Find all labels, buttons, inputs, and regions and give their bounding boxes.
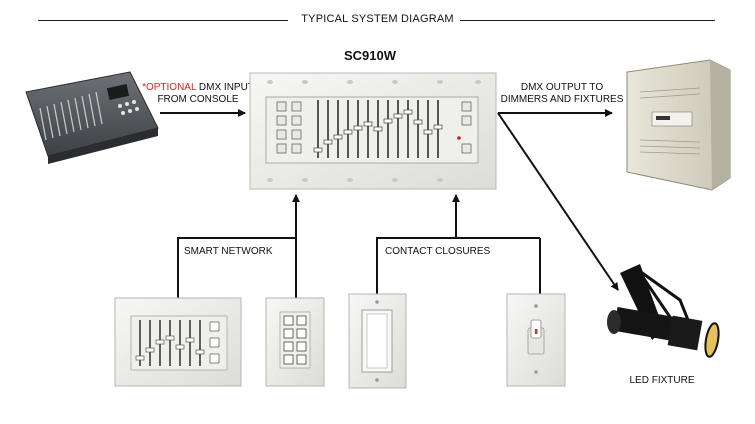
led-fixture-icon (607, 264, 720, 358)
connections (160, 109, 619, 298)
device-name: SC910W (344, 48, 397, 63)
fixture-arrow (497, 112, 619, 291)
dmx-input-line2: FROM CONSOLE (157, 94, 239, 105)
title-rule-left (38, 20, 288, 21)
dmx-input-text: DMX INPUT (196, 82, 254, 93)
diagram-title: TYPICAL SYSTEM DIAGRAM (0, 13, 755, 25)
lighting-console-icon (25, 71, 159, 164)
fader-wall-station-icon (114, 297, 242, 387)
contact-closures-label: CONTACT CLOSURES (385, 246, 491, 257)
smart-network-bus (177, 194, 300, 298)
title-rule-right (457, 20, 715, 21)
led-fixture-label: LED FIXTURE (629, 375, 695, 386)
contact-closure-bus (376, 194, 460, 298)
dimmer-cabinet-icon (626, 59, 731, 191)
dmx-input-label: *OPTIONAL DMX INPUT FROM CONSOLE (132, 82, 264, 106)
rocker-switch-icon (348, 293, 407, 389)
dmx-output-label: DMX OUTPUT TO DIMMERS AND FIXTURES (499, 82, 625, 106)
toggle-switch-icon (506, 293, 566, 387)
optional-note: *OPTIONAL (142, 82, 197, 93)
button-wall-station-icon (265, 297, 325, 387)
dmx-output-line1: DMX OUTPUT TO (520, 82, 604, 93)
smart-network-label: SMART NETWORK (184, 246, 273, 257)
dmx-output-line2: DIMMERS AND FIXTURES (500, 94, 624, 105)
sc910w-controller-icon (249, 72, 497, 190)
